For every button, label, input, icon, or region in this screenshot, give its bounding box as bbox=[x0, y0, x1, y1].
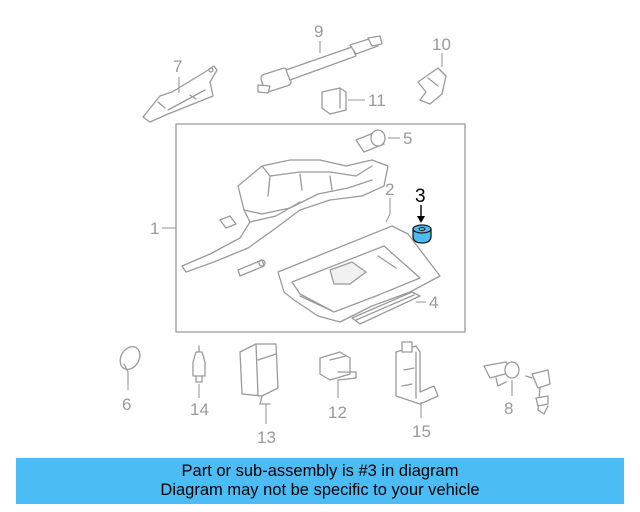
callout-14: 14 bbox=[190, 400, 209, 419]
part-14-bulb[interactable] bbox=[192, 345, 206, 383]
leader-2 bbox=[385, 198, 391, 223]
part-12-connector[interactable] bbox=[319, 351, 357, 381]
part-8-lock-cylinder[interactable] bbox=[483, 361, 551, 415]
callout-4: 4 bbox=[429, 293, 438, 312]
callout-2: 2 bbox=[385, 180, 394, 199]
callout-5: 5 bbox=[403, 129, 412, 148]
part-13-lamp-housing[interactable] bbox=[239, 343, 279, 405]
banner-line-2: Diagram may not be specific to your vehi… bbox=[160, 481, 480, 499]
part-4-seal[interactable] bbox=[351, 291, 421, 325]
part-3-bumper[interactable] bbox=[412, 224, 432, 244]
part-11-stop[interactable] bbox=[321, 87, 347, 115]
part-6-mirror[interactable] bbox=[116, 343, 144, 373]
part-7-bracket[interactable] bbox=[142, 65, 218, 123]
parts-diagram: 7 9 10 11 1 5 bbox=[116, 22, 551, 447]
callout-11: 11 bbox=[368, 91, 386, 110]
part-9-damper[interactable] bbox=[257, 35, 383, 94]
info-banner: Part or sub-assembly is #3 in diagram Di… bbox=[16, 458, 624, 504]
callout-1: 1 bbox=[150, 219, 159, 238]
callout-12: 12 bbox=[328, 403, 347, 422]
callout-8: 8 bbox=[504, 399, 513, 418]
callout-3: 3 bbox=[415, 186, 426, 207]
leader-3-arrow bbox=[417, 216, 425, 223]
part-2-door-liner[interactable] bbox=[277, 225, 441, 323]
part-10-cover[interactable] bbox=[417, 67, 447, 105]
banner-line-1: Part or sub-assembly is #3 in diagram bbox=[181, 462, 459, 480]
part-5-cylinder[interactable] bbox=[355, 129, 386, 153]
callout-10: 10 bbox=[432, 35, 451, 54]
callout-6: 6 bbox=[122, 395, 131, 414]
part-1-glove-box-housing[interactable] bbox=[181, 159, 389, 277]
callout-13: 13 bbox=[257, 428, 276, 447]
callout-7: 7 bbox=[173, 57, 182, 76]
part-15-switch[interactable] bbox=[395, 341, 439, 405]
callout-15: 15 bbox=[412, 422, 431, 441]
callout-9: 9 bbox=[314, 22, 323, 41]
